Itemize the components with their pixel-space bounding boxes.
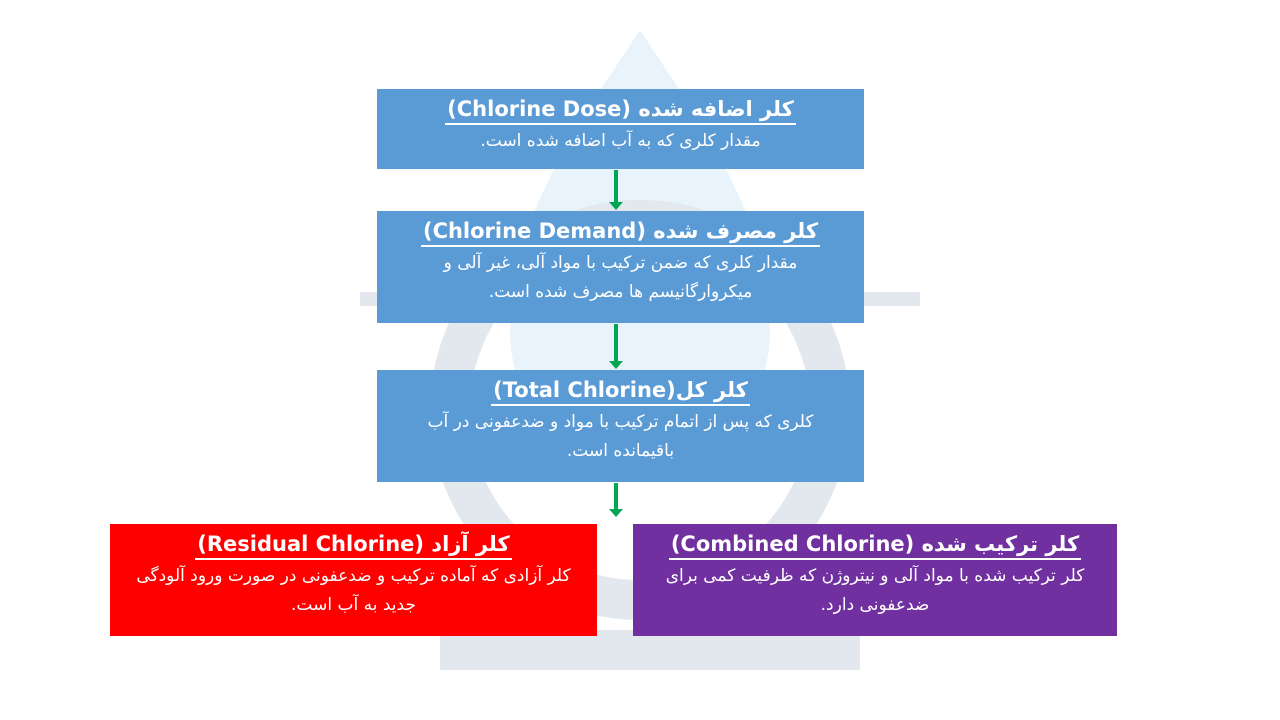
arrow-down-icon bbox=[609, 170, 623, 210]
chlorine-dose-title: کلر اضافه شده (Chlorine Dose) bbox=[445, 95, 796, 125]
residual-chlorine-box: کلر آزاد (Residual Chlorine) کلر آزادی ک… bbox=[110, 524, 597, 636]
residual-chlorine-title: کلر آزاد (Residual Chlorine) bbox=[195, 530, 512, 560]
chlorine-demand-title: کلر مصرف شده (Chlorine Demand) bbox=[420, 217, 821, 247]
combined-chlorine-desc: کلر ترکیب شده با مواد آلی و نیتروژن که ظ… bbox=[665, 566, 1085, 615]
total-chlorine-box: کلر کل(Total Chlorine) کلری که پس از اتم… bbox=[377, 370, 864, 482]
chlorine-demand-desc: مقدار کلری که ضمن ترکیب با مواد آلی، غیر… bbox=[443, 253, 798, 302]
total-chlorine-title: کلر کل(Total Chlorine) bbox=[491, 376, 750, 406]
chlorine-dose-desc: مقدار کلری که به آب اضافه شده است. bbox=[480, 131, 761, 151]
chlorine-dose-box: کلر اضافه شده (Chlorine Dose) مقدار کلری… bbox=[377, 89, 864, 169]
arrow-down-icon bbox=[609, 324, 623, 369]
total-chlorine-desc: کلری که پس از اتمام ترکیب با مواد و ضدعف… bbox=[427, 412, 814, 461]
residual-chlorine-desc: کلر آزادی که آماده ترکیب و ضدعفونی در صو… bbox=[136, 566, 571, 615]
chlorine-demand-box: کلر مصرف شده (Chlorine Demand) مقدار کلر… bbox=[377, 211, 864, 323]
arrow-down-icon bbox=[609, 483, 623, 517]
combined-chlorine-box: کلر ترکیب شده (Combined Chlorine) کلر تر… bbox=[633, 524, 1117, 636]
combined-chlorine-title: کلر ترکیب شده (Combined Chlorine) bbox=[668, 530, 1082, 560]
